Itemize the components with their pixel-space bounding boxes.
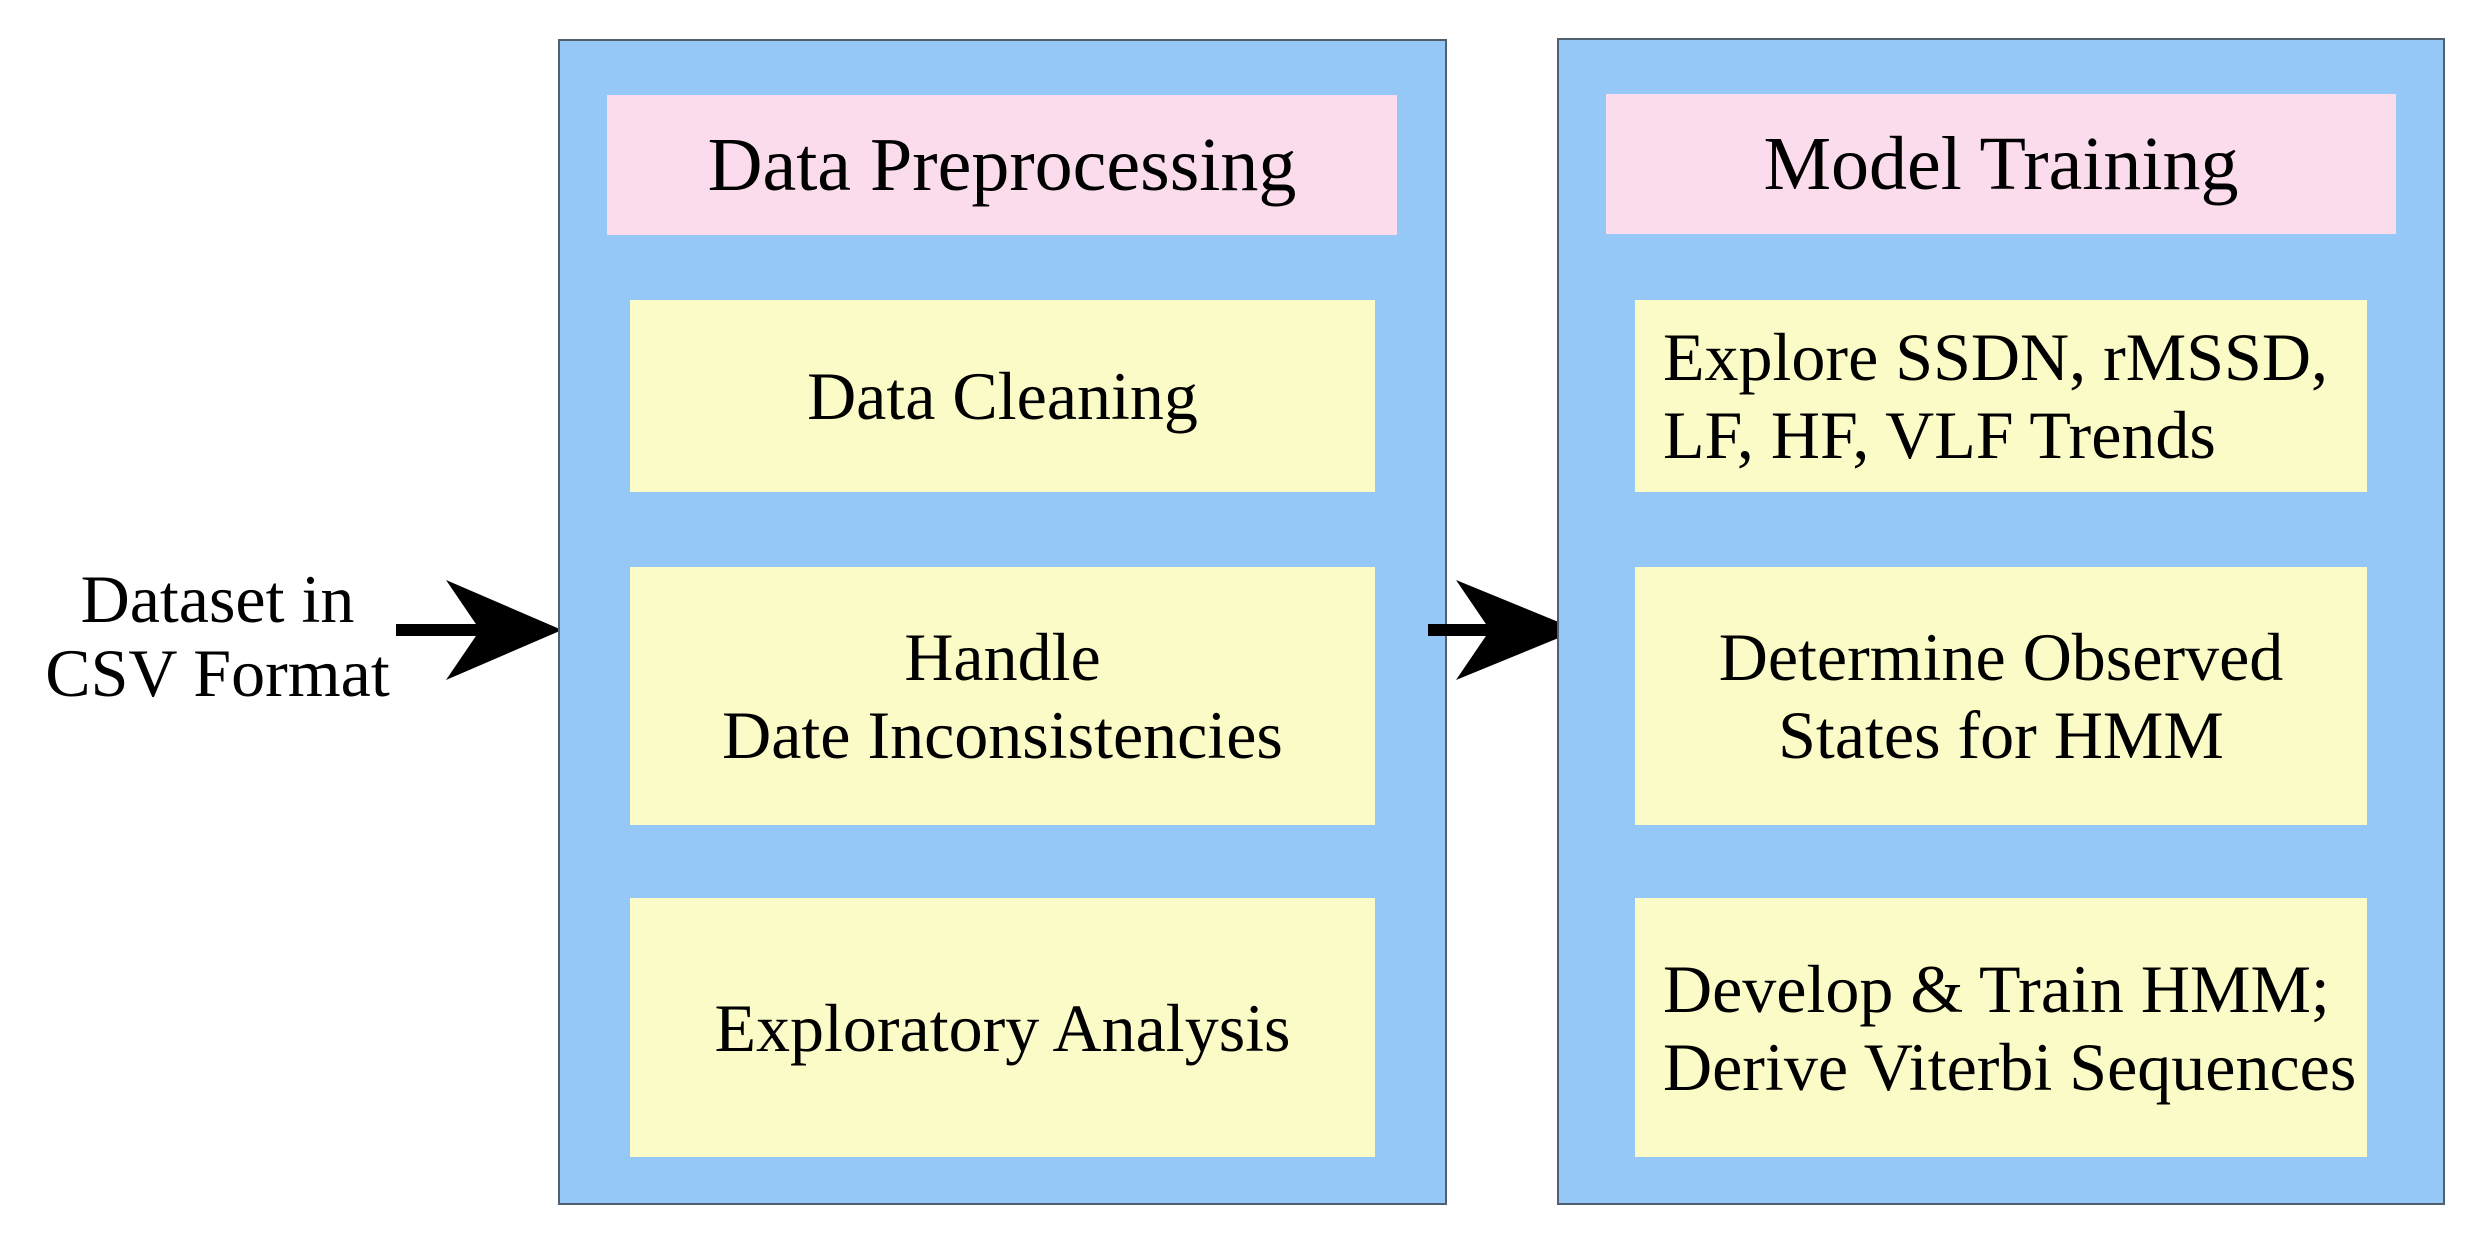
step-line: States for HMM [1778,697,2224,773]
step-explore-hrv-trends: Explore SSDN, rMSSD, LF, HF, VLF Trends [1635,300,2367,492]
input-dataset-label-line2: CSV Format [45,635,390,711]
panel-title-text: Model Training [1763,122,2239,206]
step-line: Date Inconsistencies [722,697,1283,773]
step-line: Data Cleaning [807,358,1198,434]
panel-data-preprocessing: Data Preprocessing Data Cleaning Handle … [558,39,1447,1205]
panel-title-data-preprocessing: Data Preprocessing [607,95,1397,235]
panel-model-training: Model Training Explore SSDN, rMSSD, LF, … [1557,38,2445,1205]
input-dataset-label-line1: Dataset in [80,561,355,637]
step-line: Explore SSDN, rMSSD, [1663,319,2328,395]
step-line: Determine Observed [1718,619,2284,695]
step-handle-date-inconsistencies: Handle Date Inconsistencies [630,567,1375,825]
panel-title-text: Data Preprocessing [707,123,1297,207]
step-develop-train-hmm: Develop & Train HMM; Derive Viterbi Sequ… [1635,898,2367,1157]
input-dataset-label: Dataset in CSV Format [20,562,415,710]
step-exploratory-analysis: Exploratory Analysis [630,898,1375,1157]
panel-title-model-training: Model Training [1606,94,2396,234]
step-data-cleaning: Data Cleaning [630,300,1375,492]
step-line: Handle [904,619,1101,695]
right-arrow-icon-preprocessing-to-training [1428,580,1578,680]
step-line: Derive Viterbi Sequences [1663,1028,2357,1105]
step-line: LF, HF, VLF Trends [1663,397,2216,473]
step-line: Exploratory Analysis [714,989,1291,1066]
right-arrow-icon-dataset-to-preprocessing [396,580,562,680]
step-determine-observed-states: Determine Observed States for HMM [1635,567,2367,825]
step-line: Develop & Train HMM; [1663,950,2330,1027]
